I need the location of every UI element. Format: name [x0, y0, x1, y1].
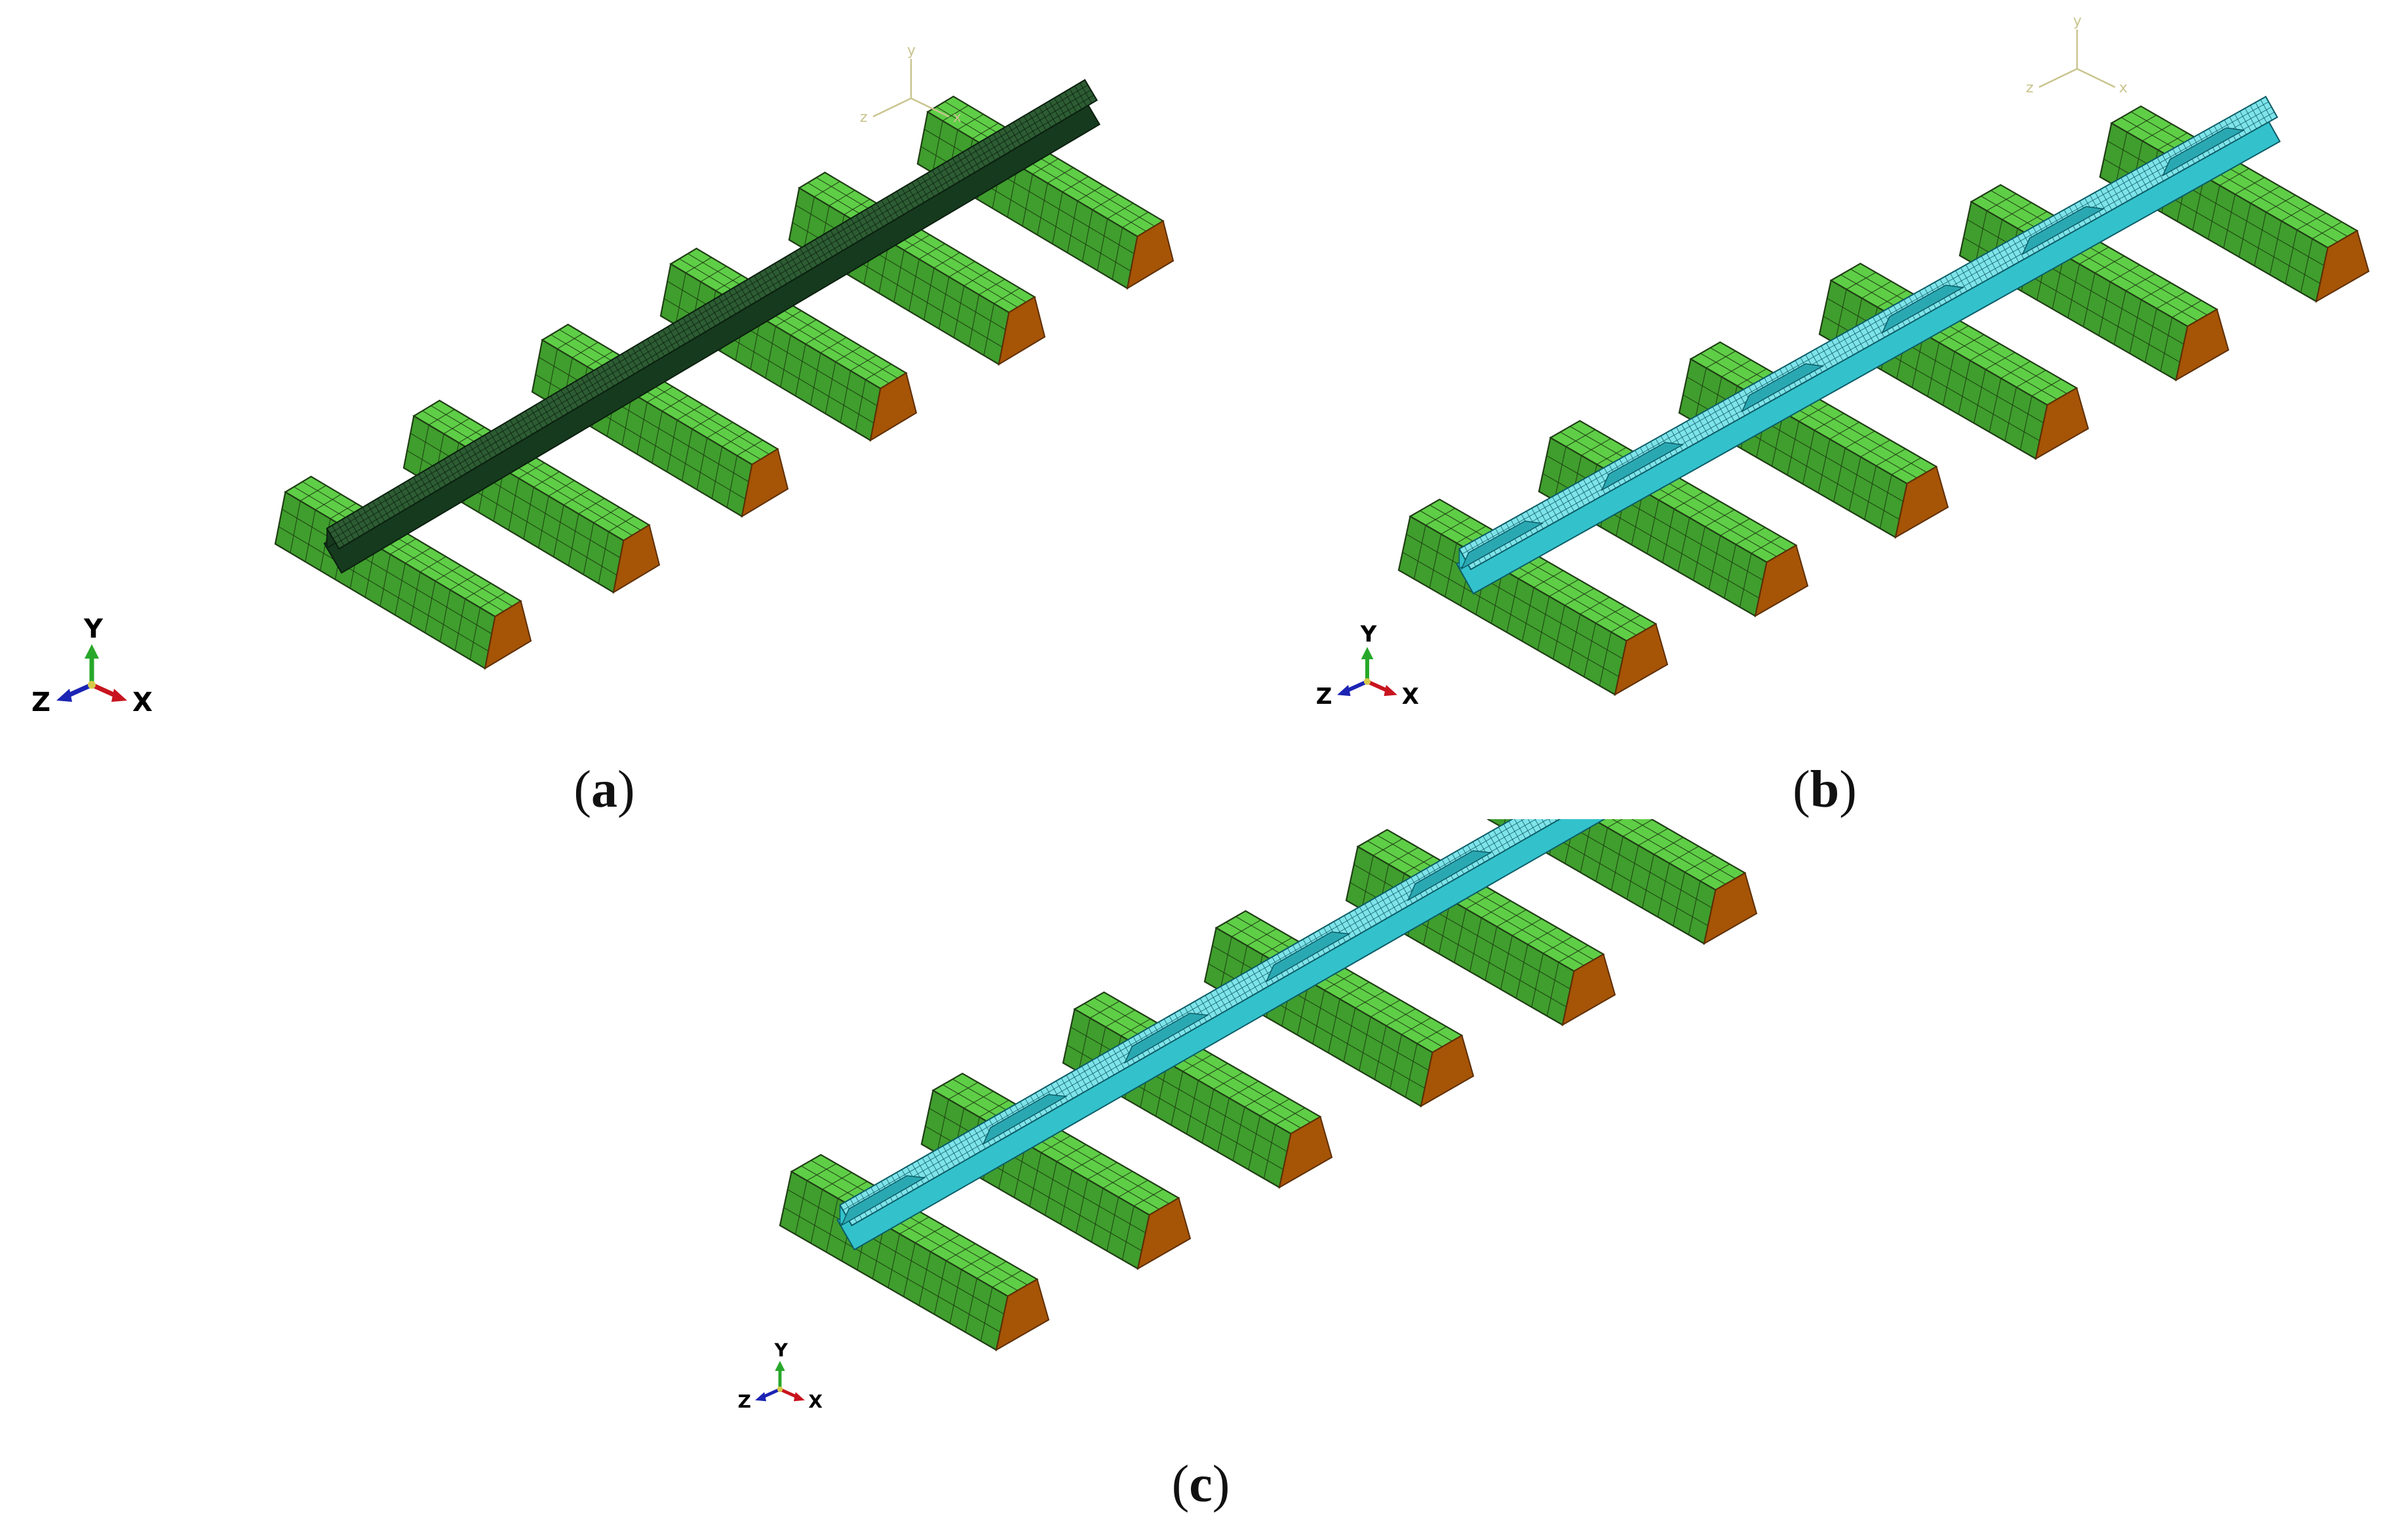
rail-pad-1	[982, 1094, 1068, 1145]
sleeper-4-end	[2175, 308, 2230, 381]
rail	[836, 819, 1606, 1251]
sleeper-1-end	[1137, 1197, 1192, 1270]
sleeper-1-end	[612, 524, 661, 594]
rail-pad-2	[1741, 363, 1825, 413]
view-axis-z-label: z	[860, 109, 868, 126]
rail-pad-3	[1265, 931, 1351, 983]
sleeper-0-side-mesh	[1402, 525, 1623, 686]
axis-z-label: Z	[1316, 683, 1332, 710]
sleeper-5-top-mesh	[1607, 819, 1736, 885]
sleeper-5-end	[2315, 229, 2370, 303]
view-axis-y-label: y	[2073, 13, 2082, 29]
rail-mesh	[1458, 96, 2278, 570]
sleeper-3-end	[869, 372, 918, 442]
axis-y-label: Y	[774, 1339, 788, 1361]
panel-b-model: Y X Zy x z	[1316, 13, 2370, 710]
axis-origin	[1363, 678, 1371, 685]
global-axis-triad: Y X Z	[1316, 621, 1419, 710]
axis-y-arrow	[1361, 647, 1374, 659]
sleeper-3-end	[2034, 387, 2090, 460]
axis-y-label: Y	[1360, 621, 1377, 647]
rail-pad-4	[1407, 850, 1492, 902]
axis-x-label: X	[808, 1391, 823, 1412]
sleeper-0	[779, 1153, 1050, 1351]
view-axis-z-label: z	[2026, 80, 2034, 96]
sleeper-0-end	[1614, 623, 1669, 696]
sleeper-0-end	[484, 600, 532, 670]
rail-pad-4	[2021, 206, 2105, 256]
axis-origin	[88, 681, 96, 689]
rail-pad-2	[1123, 1012, 1209, 1064]
view-axis-triad	[2038, 29, 2116, 88]
sleeper-2-top-mesh	[1700, 347, 1927, 478]
view-axis-z	[872, 97, 912, 118]
axis-origin	[777, 1386, 783, 1393]
panel-b-caption: (b)	[1793, 761, 1857, 818]
rail-pad-0	[840, 1175, 926, 1227]
sleeper-3-top-mesh	[1226, 916, 1452, 1047]
panel-c-model: Y X Z	[738, 819, 1758, 1412]
axis-y-arrow	[775, 1360, 785, 1371]
view-axis-triad	[872, 59, 950, 118]
sleeper-1-top-mesh	[943, 1079, 1169, 1210]
global-axis-triad: Y X Z	[31, 614, 153, 718]
axis-x-arrow	[794, 1392, 805, 1402]
rail-pad-5	[2162, 127, 2245, 177]
view-axis-x	[2076, 67, 2116, 88]
sleeper-0	[1397, 498, 1669, 696]
global-axis-triad: Y X Z	[738, 1339, 823, 1412]
rail-pad-3	[1881, 284, 1965, 334]
axis-z-label: Z	[31, 687, 50, 718]
track-model	[1397, 96, 2370, 696]
sleeper-2-end	[741, 448, 789, 518]
view-axis-z	[2038, 67, 2078, 88]
sleeper-2-end	[1894, 465, 1949, 539]
axis-z-label: Z	[738, 1391, 751, 1412]
sleeper-1-end	[1754, 544, 1809, 617]
view-axis-x	[910, 97, 950, 118]
axis-x-arrow	[111, 689, 127, 702]
rail-mesh	[326, 79, 1097, 549]
sleeper-4-end	[1561, 953, 1616, 1026]
rail-base	[836, 819, 1606, 1251]
axis-x-label: X	[1402, 683, 1419, 710]
sleeper-4-end	[998, 296, 1046, 366]
rail	[323, 79, 1100, 574]
panel-c-caption: (c)	[1171, 1455, 1230, 1513]
axis-z-arrow	[1337, 685, 1351, 697]
axis-y-arrow	[85, 644, 99, 659]
sleeper-2-side-mesh	[535, 349, 749, 508]
view-axis-x-label: x	[953, 109, 962, 126]
rail-pad-1	[1601, 442, 1684, 491]
sleeper-5-end	[1126, 220, 1175, 290]
axis-y-label: Y	[83, 614, 104, 644]
axis-x-arrow	[1384, 685, 1397, 697]
axis-z-arrow	[755, 1392, 766, 1402]
track-model	[779, 819, 1758, 1351]
sleeper-3-end	[1420, 1034, 1475, 1107]
view-axis-x-label: x	[2119, 80, 2128, 96]
sleeper-0-end	[995, 1278, 1050, 1351]
sleeper-2-end	[1278, 1115, 1333, 1189]
axis-x-label: X	[132, 687, 153, 718]
track-model	[274, 79, 1175, 670]
rail	[1456, 96, 2281, 595]
panel-a-model: Y X Zy x z	[31, 43, 1175, 718]
panel-a-caption: (a)	[573, 761, 635, 818]
sleeper-5-end	[1703, 872, 1758, 945]
axis-z-arrow	[56, 689, 72, 702]
sleeper-5-top-mesh	[2121, 111, 2348, 242]
view-axis-y-label: y	[907, 43, 916, 59]
rail-pad-0	[1460, 520, 1544, 570]
